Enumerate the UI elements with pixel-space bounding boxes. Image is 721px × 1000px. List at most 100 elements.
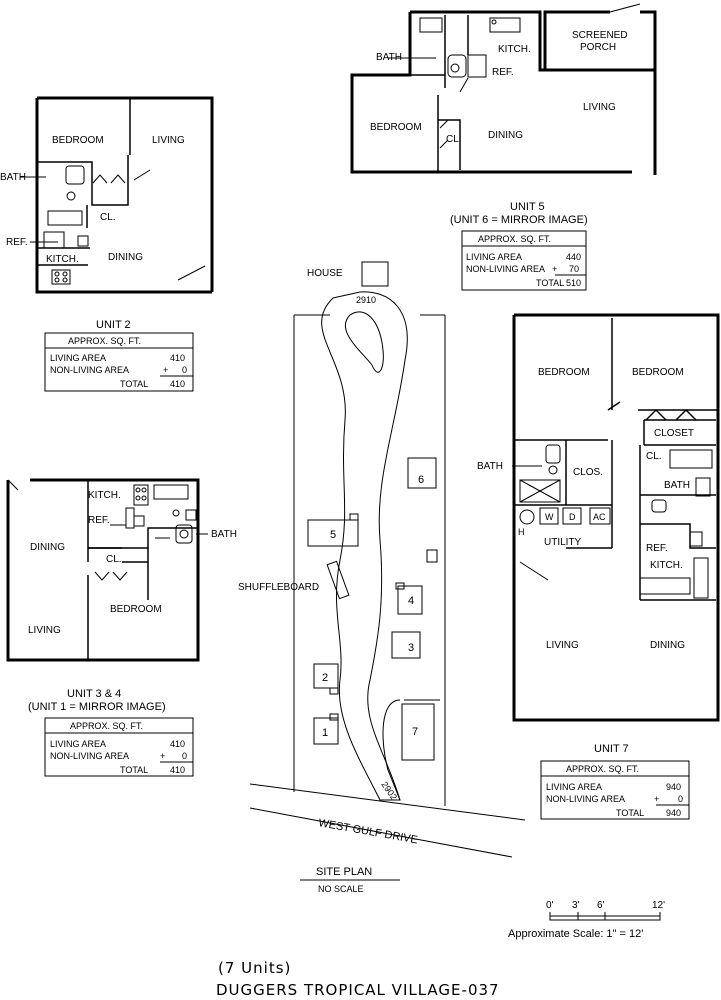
svg-text:0: 0 <box>678 794 683 804</box>
unit7-kitchen-label: KITCH. <box>650 560 683 571</box>
unit5-porch-label: SCREENED <box>572 30 628 41</box>
unit2-bedroom-label: BEDROOM <box>52 135 104 146</box>
svg-text:NON-LIVING AREA: NON-LIVING AREA <box>50 365 129 375</box>
site-plan-subtitle: NO SCALE <box>318 884 364 894</box>
svg-text:LIVING AREA: LIVING AREA <box>546 782 602 792</box>
unit34-closet-label: CL. <box>106 554 122 565</box>
svg-text:0: 0 <box>182 751 187 761</box>
svg-text:LIVING AREA: LIVING AREA <box>50 739 106 749</box>
svg-text:6': 6' <box>597 900 605 911</box>
svg-text:APPROX. SQ. FT.: APPROX. SQ. FT. <box>478 234 551 244</box>
svg-text:510: 510 <box>566 278 581 288</box>
unit5-closet-label: CL. <box>446 134 462 145</box>
svg-text:0: 0 <box>182 365 187 375</box>
site-plan: HOUSE 2910 2902 SHUFFLEBOARD WEST GULF D… <box>238 261 526 858</box>
svg-text:440: 440 <box>566 252 581 262</box>
unit2-title: UNIT 2 <box>96 319 131 331</box>
unit2-area-table: APPROX. SQ. FT. LIVING AREA 410 NON-LIVI… <box>44 332 194 392</box>
svg-text:TOTAL: TOTAL <box>616 808 644 818</box>
unit7-utility-label: UTILITY <box>544 537 582 548</box>
unit7-bath2-label: BATH <box>664 480 690 491</box>
site-shuffleboard-label: SHUFFLEBOARD <box>238 582 319 593</box>
unit-2-plan: BEDROOM LIVING BATH CL. REF. KITCH. DINI… <box>0 96 214 294</box>
unit5-area-table: APPROX. SQ. FT. LIVING AREA 440 NON-LIVI… <box>461 230 587 291</box>
unit7-living-label: LIVING <box>546 640 579 651</box>
scale-bar: 0' 3' 6' 12' Approximate Scale: 1" = 12' <box>508 900 665 940</box>
site-unit-6: 6 <box>418 474 424 486</box>
unit34-ref-label: REF. <box>88 515 110 526</box>
unit7-bath1-label: BATH <box>477 461 503 472</box>
svg-text:410: 410 <box>170 353 185 363</box>
svg-text:TOTAL: TOTAL <box>120 765 148 775</box>
unit7-washer-label: W <box>545 512 554 522</box>
svg-text:NON-LIVING AREA: NON-LIVING AREA <box>50 751 129 761</box>
unit2-ref-label: REF. <box>6 237 28 248</box>
site-unit-5: 5 <box>330 529 336 541</box>
unit2-closet-label: CL. <box>100 212 116 223</box>
site-unit-2: 2 <box>322 672 328 684</box>
svg-text:APPROX. SQ. FT.: APPROX. SQ. FT. <box>68 336 141 346</box>
svg-text:410: 410 <box>170 739 185 749</box>
unit2-kitchen-label: KITCH. <box>46 254 79 265</box>
unit34-title: UNIT 3 & 4 <box>67 688 121 700</box>
unit7-bedroom2-label: BEDROOM <box>632 367 684 378</box>
unit7-dryer-label: D <box>569 512 576 522</box>
svg-text:NON-LIVING AREA: NON-LIVING AREA <box>466 264 545 274</box>
unit7-closet-label: CLOSET <box>654 428 694 439</box>
site-road-2910-label: 2910 <box>356 295 376 305</box>
site-unit-7: 7 <box>412 726 418 738</box>
unit7-heater-label: H <box>518 527 525 537</box>
unit5-living-label: LIVING <box>583 102 616 113</box>
unit5-bedroom-label: BEDROOM <box>370 122 422 133</box>
unit2-bath-label: BATH <box>0 172 26 183</box>
svg-text:+: + <box>552 264 557 274</box>
unit34-bath-label: BATH <box>211 529 237 540</box>
unit2-dining-label: DINING <box>108 252 143 263</box>
svg-text:LIVING AREA: LIVING AREA <box>50 353 106 363</box>
site-unit-1: 1 <box>322 727 328 739</box>
svg-text:APPROX. SQ. FT.: APPROX. SQ. FT. <box>70 721 143 731</box>
svg-text:3': 3' <box>572 900 580 911</box>
site-street-label: WEST GULF DRIVE <box>317 817 418 846</box>
unit7-cl-label: CL. <box>646 451 662 462</box>
site-unit-4: 4 <box>408 595 414 607</box>
svg-text:940: 940 <box>666 782 681 792</box>
unit2-living-label: LIVING <box>152 135 185 146</box>
unit-count: (7 Units) <box>218 959 291 977</box>
svg-text:410: 410 <box>170 379 185 389</box>
unit34-subtitle: (UNIT 1 = MIRROR IMAGE) <box>28 701 166 713</box>
unit5-title: UNIT 5 <box>510 201 545 213</box>
site-unit-3: 3 <box>408 642 414 654</box>
svg-text:410: 410 <box>170 765 185 775</box>
svg-text:12': 12' <box>652 900 665 911</box>
svg-text:NON-LIVING AREA: NON-LIVING AREA <box>546 794 625 804</box>
unit34-kitchen-label: KITCH. <box>88 490 121 501</box>
unit5-ref-label: REF. <box>492 67 514 78</box>
svg-text:940: 940 <box>666 808 681 818</box>
unit5-porch-label-2: PORCH <box>580 42 616 53</box>
unit-5-plan: BATH KITCH. SCREENED PORCH REF. LIVING B… <box>350 3 657 175</box>
unit5-bath-label: BATH <box>376 52 402 63</box>
property-name: DUGGERS TROPICAL VILLAGE-037 <box>216 981 500 999</box>
unit5-dining-label: DINING <box>488 130 523 141</box>
svg-text:70: 70 <box>569 264 579 274</box>
unit5-subtitle: (UNIT 6 = MIRROR IMAGE) <box>450 214 588 226</box>
svg-text:TOTAL: TOTAL <box>536 278 564 288</box>
unit7-ref-label: REF. <box>646 543 668 554</box>
site-house-label: HOUSE <box>307 268 343 279</box>
svg-text:+: + <box>654 794 659 804</box>
unit34-bedroom-label: BEDROOM <box>110 604 162 615</box>
svg-text:+: + <box>163 365 168 375</box>
unit5-kitchen-label: KITCH. <box>498 44 531 55</box>
unit34-area-table: APPROX. SQ. FT. LIVING AREA 410 NON-LIVI… <box>44 717 194 777</box>
svg-text:APPROX. SQ. FT.: APPROX. SQ. FT. <box>566 764 639 774</box>
scale-caption: Approximate Scale: 1" = 12' <box>508 928 643 940</box>
svg-text:0': 0' <box>546 900 554 911</box>
site-road-2902-label: 2902 <box>379 780 399 802</box>
unit34-living-label: LIVING <box>28 625 61 636</box>
unit7-ac-label: AC <box>593 512 606 522</box>
unit7-clos-label: CLOS. <box>573 467 603 478</box>
unit7-bedroom1-label: BEDROOM <box>538 367 590 378</box>
unit7-title: UNIT 7 <box>594 743 629 755</box>
